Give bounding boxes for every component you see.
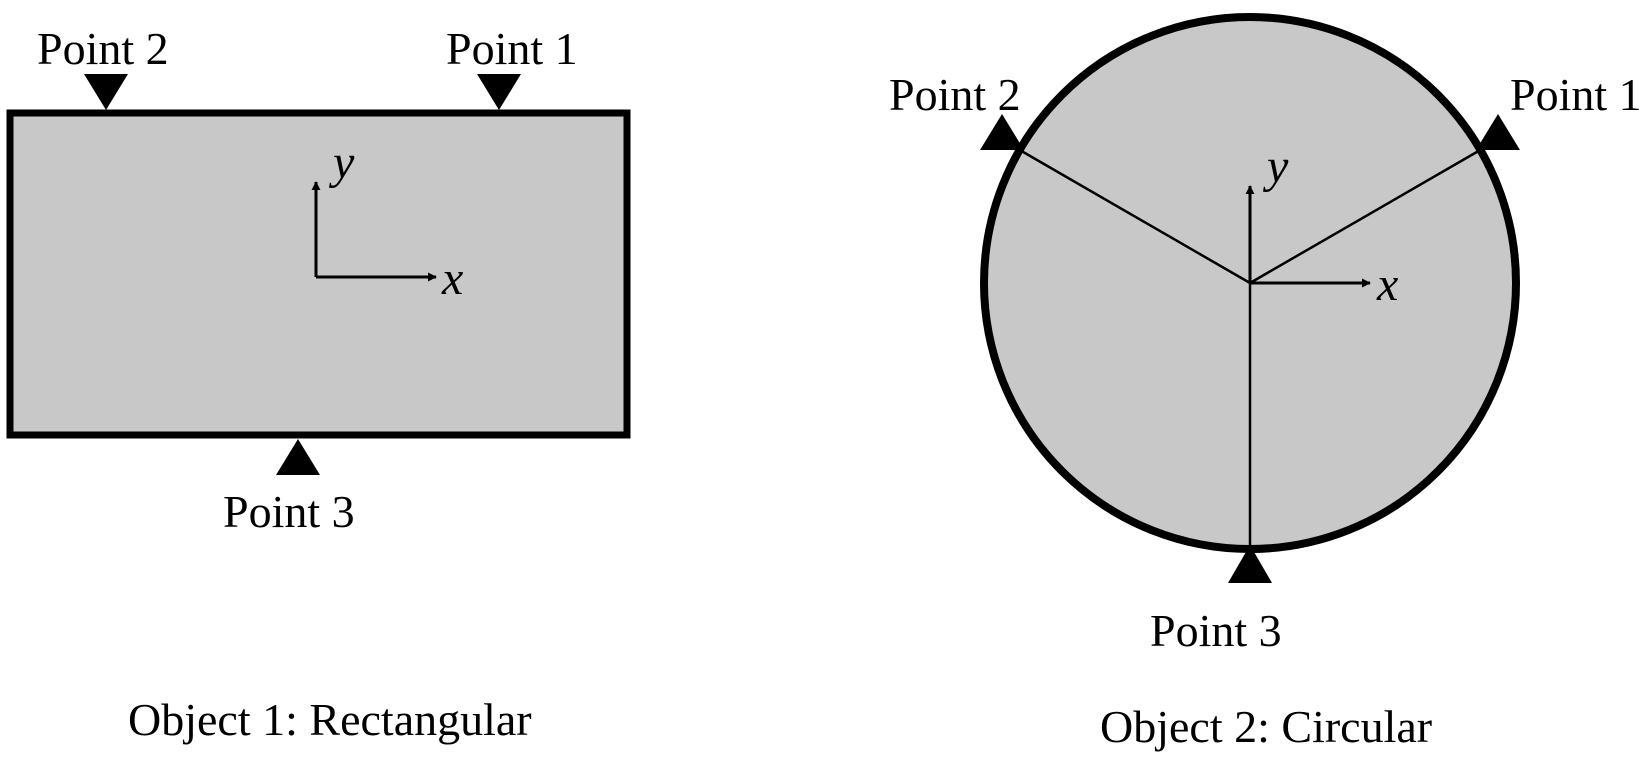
rectangular-body [6,109,631,439]
object-2-point-1-marker [1476,114,1520,150]
object-2-y-axis-label: y [1262,140,1289,193]
object-1-point-1-label: Point 1 [446,23,578,74]
object-1-rectangular: Point 2 Point 1 Point 3 y x Object 1: Re… [6,23,631,745]
object-1-point-2-marker [84,74,128,110]
object-2-point-1-label: Point 1 [1510,69,1642,120]
object-2-radial-line-point-1 [1249,147,1483,285]
object-1-y-axis-label: y [328,136,355,189]
object-1-point-3-label: Point 3 [223,486,355,537]
object-2-circular: Point 2 Point 1 Point 3 y x Object 2: Ci… [889,13,1642,752]
object-1-point-2-label: Point 2 [37,23,169,74]
object-1-point-1-marker [477,74,521,110]
object-2-point-3-label: Point 3 [1150,605,1282,656]
object-2-radial-line-point-2 [1017,147,1251,285]
object-2-x-axis-label: x [1376,258,1398,311]
object-1-point-3-marker [276,439,320,475]
object-2-point-2-marker [980,114,1024,150]
object-1-caption: Object 1: Rectangular [128,694,532,745]
object-2-point-3-marker [1228,545,1272,583]
object-1-x-axis-label: x [441,252,463,305]
object-2-point-2-label: Point 2 [889,69,1021,120]
object-2-caption: Object 2: Circular [1100,701,1432,752]
